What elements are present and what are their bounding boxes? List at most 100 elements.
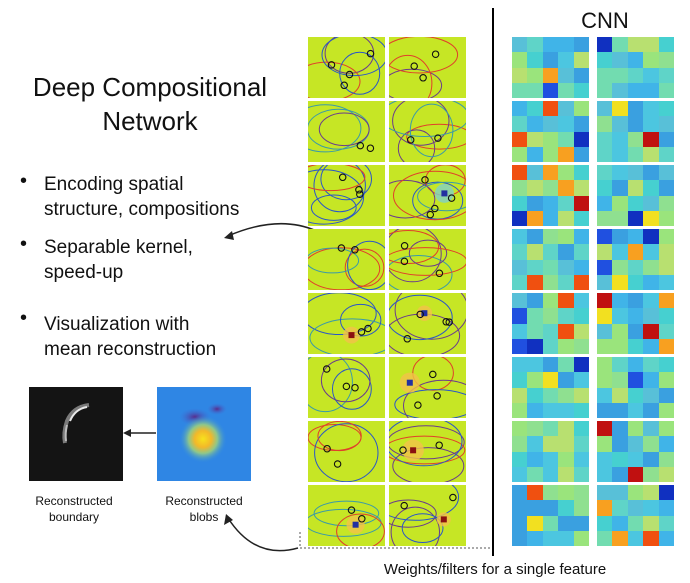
cnn-weight-cell — [658, 146, 674, 162]
filter-part-marker — [351, 246, 359, 254]
filter-ellipse — [347, 240, 385, 290]
cnn-weight-cell — [612, 116, 629, 132]
cnn-weight-cell — [643, 274, 660, 290]
cnn-weight-cell — [558, 357, 575, 373]
cnn-weight-cell — [612, 244, 629, 260]
cnn-weight-cell — [573, 466, 589, 482]
cnn-weight-cell — [597, 82, 613, 98]
cnn-weight-cell — [627, 244, 644, 260]
cnn-weight-cell — [643, 165, 660, 181]
cnn-weight-cell — [527, 372, 544, 388]
cnn-weight-cell — [597, 308, 613, 324]
filter-center-mark — [410, 447, 417, 454]
cnn-weight-cell — [527, 146, 544, 162]
cnn-weight-cell — [658, 165, 674, 181]
cnn-weight-cell — [573, 116, 589, 132]
filter-ellipse — [389, 230, 440, 264]
cnn-weight-cell — [558, 323, 575, 340]
filter-center-mark — [421, 310, 428, 317]
cnn-weight-cell — [558, 451, 575, 468]
cnn-weight-cell — [527, 274, 544, 290]
cnn-weight-cell — [573, 402, 589, 418]
cnn-weight-cell — [658, 82, 674, 98]
cnn-weight-cell — [658, 131, 674, 148]
cnn-weight-cell — [612, 530, 629, 546]
cnn-weight-cell — [542, 421, 559, 437]
cnn-weight-cell — [658, 274, 674, 290]
filter-part-marker — [431, 204, 439, 213]
filter-center-mark — [440, 516, 447, 523]
cnn-weight-cell — [627, 229, 644, 245]
cnn-weight-cell — [597, 131, 613, 148]
filter-ellipse — [313, 500, 380, 527]
dcn-filter-tile — [308, 165, 385, 226]
cnn-weight-cell — [658, 387, 674, 404]
cnn-weight-cell — [573, 101, 589, 117]
cnn-weight-cell — [573, 244, 589, 260]
cnn-weight-cell — [512, 500, 528, 516]
cnn-weight-cell — [573, 436, 589, 452]
cnn-weight-cell — [542, 500, 559, 516]
filter-part-marker — [345, 70, 354, 79]
cnn-weight-cell — [542, 530, 559, 546]
cnn-weight-cell — [558, 244, 575, 260]
cnn-weight-cell — [542, 195, 559, 212]
cnn-weight-cell — [643, 436, 660, 452]
cnn-weight-cell — [612, 131, 629, 148]
filter-part-marker — [434, 134, 442, 142]
filter-ellipse — [412, 357, 454, 391]
filter-part-marker — [403, 335, 412, 343]
cnn-weight-cell — [573, 338, 589, 354]
cnn-weight-cell — [527, 229, 544, 245]
dcn-filter-tile — [389, 229, 466, 290]
cnn-weight-cell — [612, 67, 629, 84]
filter-ellipse — [340, 303, 382, 337]
cnn-weight-cell — [612, 165, 629, 181]
cnn-weight-cell — [597, 500, 613, 516]
dcn-filter-tile — [389, 421, 466, 482]
cnn-weight-cell — [597, 451, 613, 468]
cnn-weight-cell — [643, 229, 660, 245]
cnn-weight-cell — [512, 52, 528, 68]
cnn-weight-cell — [558, 308, 575, 324]
cnn-filter-tile — [597, 101, 674, 162]
cnn-weight-cell — [643, 293, 660, 309]
cnn-weight-cell — [597, 210, 613, 226]
bullet-1-line-2: structure, compositions — [44, 199, 240, 220]
cnn-weight-cell — [573, 259, 589, 276]
cnn-weight-cell — [558, 259, 575, 276]
filter-ellipse — [389, 294, 453, 341]
filter-part-marker — [358, 515, 366, 523]
cnn-weight-cell — [612, 274, 629, 290]
cnn-weight-cell — [612, 387, 629, 404]
cnn-weight-cell — [658, 451, 674, 468]
cnn-filter-tile — [512, 485, 589, 546]
filter-ellipse — [308, 424, 362, 451]
cnn-weight-cell — [612, 52, 629, 68]
cnn-weight-cell — [627, 436, 644, 452]
cnn-filter-tile — [597, 37, 674, 98]
filter-part-marker — [400, 242, 409, 250]
filter-ellipse — [308, 293, 377, 335]
cnn-weight-cell — [512, 293, 528, 309]
cnn-weight-cell — [658, 195, 674, 212]
filter-ellipse — [417, 181, 466, 212]
cnn-weight-cell — [573, 274, 589, 290]
filter-part-marker — [433, 392, 441, 400]
cnn-weight-cell — [573, 387, 589, 404]
cnn-weight-cell — [542, 357, 559, 373]
cnn-weight-cell — [658, 259, 674, 276]
dcn-filter-tile — [308, 421, 385, 482]
dcn-filter-tile — [308, 485, 385, 546]
cnn-weight-cell — [643, 530, 660, 546]
filter-ellipse — [320, 358, 371, 403]
cnn-weight-cell — [573, 229, 589, 245]
cnn-weight-cell — [643, 180, 660, 196]
cnn-weight-cell — [597, 52, 613, 68]
filter-part-marker — [366, 144, 375, 152]
cnn-weight-cell — [558, 387, 575, 404]
cnn-weight-cell — [597, 421, 613, 437]
cnn-weight-cell — [542, 116, 559, 132]
cnn-weight-cell — [512, 210, 528, 226]
dcn-filter-tile — [308, 293, 385, 354]
